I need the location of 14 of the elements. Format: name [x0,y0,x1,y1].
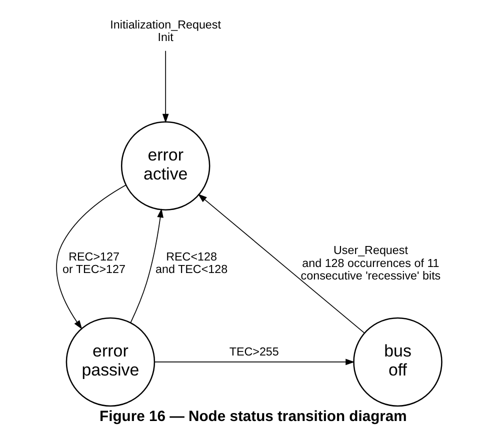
edge-label: REC>127 or TEC>127 [62,250,126,276]
edge-label: REC<128 and TEC<128 [156,250,228,276]
edge-label: TEC>255 [229,345,279,358]
caption: Figure 16 — Node status transition diagram [100,409,407,426]
node-circle: error active [120,121,210,210]
arrow [154,358,355,366]
arrow [56,184,126,330]
arrow [198,194,365,334]
edge-label: User_Request and 128 occurrences of 11 consecutive 'recessive' bits [300,244,441,283]
node-circle: bus off [353,317,442,407]
arrow [130,208,164,323]
node-text: Initialization_Request Init [110,18,221,44]
node-circle: error passive [66,317,156,407]
arrow [162,50,169,123]
